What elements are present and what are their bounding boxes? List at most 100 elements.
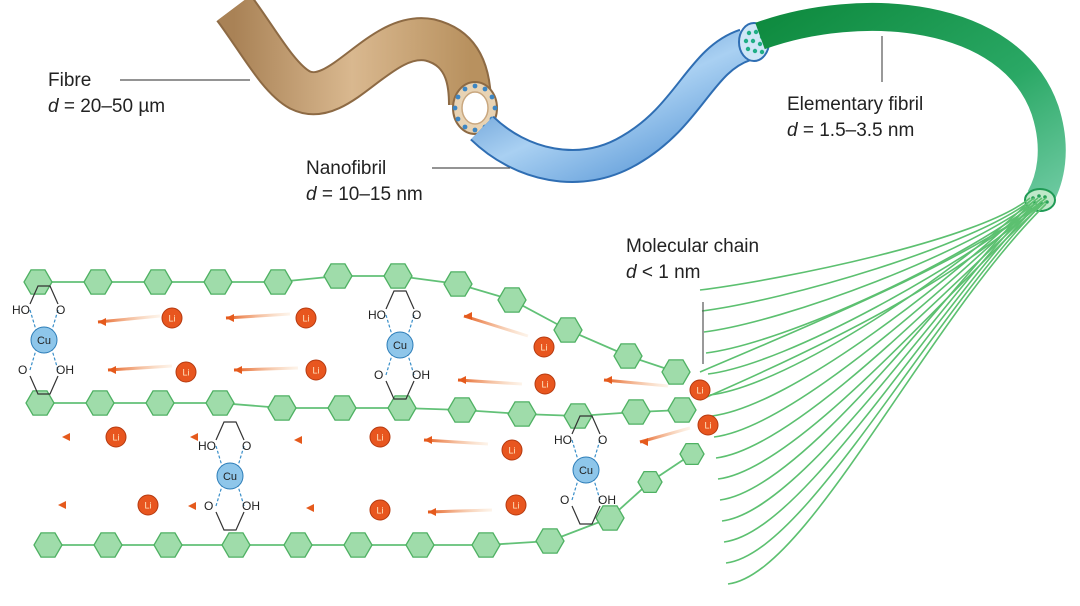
li-arrow	[457, 378, 523, 386]
ho-label: HO	[198, 439, 216, 453]
glucose-ring	[553, 317, 583, 343]
li-ion-label: Li	[704, 421, 711, 431]
glucose-ring	[661, 359, 691, 385]
glucose-ring	[343, 532, 373, 558]
li-arrow	[427, 508, 493, 514]
fan-strand	[699, 204, 1041, 401]
o-label: O	[598, 433, 607, 447]
o-label: O	[560, 493, 569, 507]
glucose-ring	[471, 532, 501, 558]
li-arrowhead	[234, 366, 242, 374]
glucose-ring	[667, 397, 697, 423]
nanofibril-label: Nanofibril d = 10–15 nm	[306, 156, 423, 208]
glucose-ring	[203, 269, 233, 295]
li-arrowhead	[108, 366, 116, 374]
li-ion-label: Li	[302, 314, 309, 324]
li-ion: Li	[175, 361, 197, 383]
li-arrowhead	[306, 504, 314, 512]
cu-ion	[30, 326, 58, 354]
li-ion-label: Li	[144, 501, 151, 511]
oh-label: OH	[56, 363, 74, 377]
li-arrowhead	[604, 376, 612, 384]
glucose-ring	[443, 271, 473, 297]
glucose-ring	[621, 399, 651, 425]
glucose-ring	[507, 401, 537, 427]
glucose-ring	[25, 390, 55, 416]
li-arrowhead	[428, 508, 436, 516]
li-ion: Li	[105, 426, 127, 448]
li-ion-circle	[369, 426, 391, 448]
glucose-ring	[613, 343, 643, 369]
li-arrowhead	[226, 314, 234, 322]
glucose-ring	[143, 269, 173, 295]
molecular-chain-d-value: < 1 nm	[641, 262, 701, 283]
cu-label: Cu	[223, 471, 237, 483]
glucose-ring	[563, 403, 593, 429]
li-arrow	[463, 314, 529, 338]
li-ion-label: Li	[112, 433, 119, 443]
li-ion: Li	[369, 499, 391, 521]
li-ion-label: Li	[512, 501, 519, 511]
fibre-label: Fibre d = 20–50 µm	[48, 68, 165, 120]
glucose-ring	[205, 390, 235, 416]
o-label: O	[412, 308, 421, 322]
ring-bonds	[215, 421, 245, 531]
elementary-fibril-name: Elementary fibril	[787, 94, 924, 115]
li-ion-circle	[533, 336, 555, 358]
li-arrowhead	[98, 318, 106, 326]
li-arrow	[97, 314, 161, 324]
li-ion-circle	[505, 494, 527, 516]
cu-ion	[572, 456, 600, 484]
fan-strand	[723, 203, 1039, 543]
fibre-name: Fibre	[48, 70, 92, 91]
nanofibril-d-value: = 10–15 nm	[321, 184, 423, 205]
li-arrowhead	[58, 501, 66, 509]
li-ion: Li	[369, 426, 391, 448]
li-ion-label: Li	[508, 446, 515, 456]
li-ion: Li	[697, 414, 719, 436]
li-arrowhead	[464, 312, 472, 320]
glucose-ring	[153, 532, 183, 558]
fan-strand	[703, 197, 1039, 333]
li-arrow	[107, 364, 173, 372]
glucose-ring	[283, 532, 313, 558]
fan-strand	[719, 203, 1031, 501]
oh-label: OH	[412, 368, 430, 382]
li-ion-circle	[305, 359, 327, 381]
glucose-ring	[595, 505, 625, 531]
li-arrow	[233, 366, 299, 372]
molecular-chains	[23, 263, 705, 558]
glucose-ring	[447, 397, 477, 423]
fan-strand	[727, 203, 1047, 585]
molecular-chain-label: Molecular chain d < 1 nm	[626, 234, 759, 286]
li-ion-circle	[689, 379, 711, 401]
li-arrowhead	[190, 433, 198, 441]
li-arrowhead	[458, 376, 466, 384]
li-arrow	[225, 312, 291, 320]
o-label: O	[18, 363, 27, 377]
li-arrowhead	[294, 436, 302, 444]
fan-strand	[699, 197, 1031, 291]
fan-strand	[701, 197, 1035, 312]
li-ion-circle	[295, 307, 317, 329]
ring-bonds	[571, 415, 601, 525]
coordination-bonds	[215, 445, 245, 507]
li-ion-circle	[697, 414, 719, 436]
li-ion: Li	[689, 379, 711, 401]
glucose-ring	[263, 269, 293, 295]
fan-strand	[699, 204, 1041, 373]
li-ion: Li	[505, 494, 527, 516]
glucose-ring	[221, 532, 251, 558]
chain-backbone	[38, 275, 677, 373]
ring-bonds	[29, 285, 59, 395]
molecular-chain-name: Molecular chain	[626, 236, 760, 257]
o-label: O	[204, 499, 213, 513]
li-ion-circle	[501, 439, 523, 461]
glucose-ring	[145, 390, 175, 416]
fibre	[216, 0, 498, 135]
glucose-ring	[327, 395, 357, 421]
li-ion-label: Li	[541, 380, 548, 390]
ho-label: HO	[12, 303, 30, 317]
